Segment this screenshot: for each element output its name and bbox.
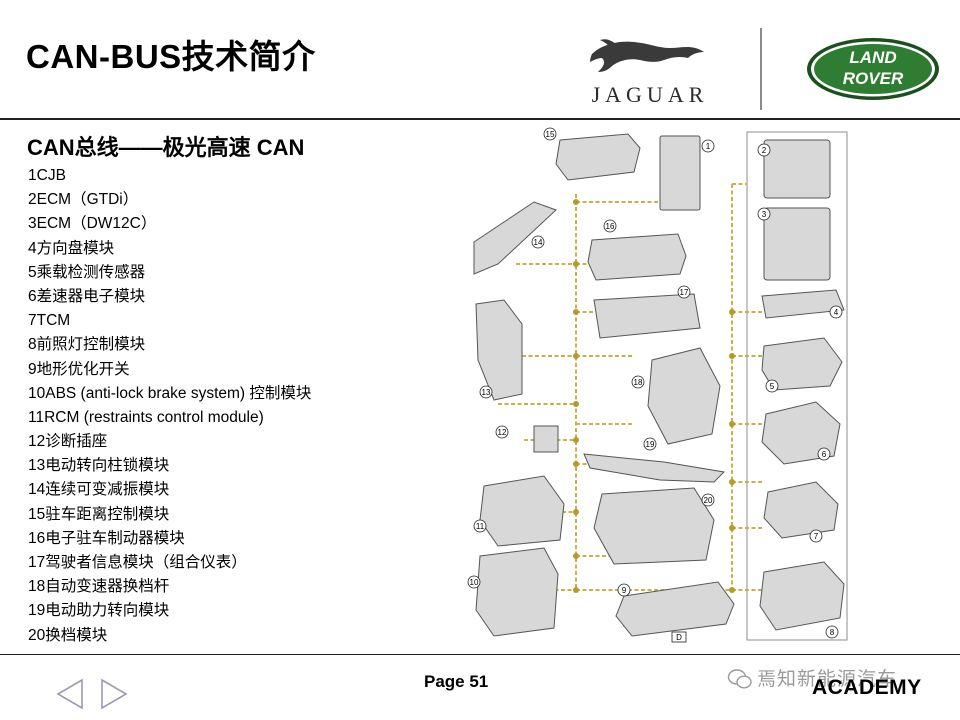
module-10-abs <box>475 547 559 637</box>
page-number: Page 51 <box>424 672 489 691</box>
module-2-ecm-gtdi <box>763 139 831 199</box>
wechat-icon <box>727 669 752 689</box>
slide-navigation <box>56 678 128 710</box>
list-item: 18自动变速器换档杆 <box>28 578 170 596</box>
list-item: 10ABS (anti-lock brake system) 控制模块 <box>28 384 312 402</box>
can-network-diagram: 15 1 14 16 17 13 18 12 19 11 20 10 9 2 3… <box>467 127 848 643</box>
header-separator <box>760 28 762 110</box>
module-16-parking-brake <box>587 233 687 281</box>
module-list: 1CJB 2ECM（GTDi） 3ECM（DW12C） 4方向盘模块 5乘载检测… <box>28 164 311 648</box>
module-19-power-steering <box>583 453 726 483</box>
module-12-diagnostic-socket <box>533 425 559 453</box>
right-column-frame <box>746 131 848 641</box>
callout-7: 7 <box>814 532 819 541</box>
landrover-logo: LAND ROVER <box>805 36 941 102</box>
section-heading: CAN总线——极光高速 CAN <box>27 135 305 160</box>
callout-10: 10 <box>470 578 479 587</box>
jaguar-leaper-icon <box>590 39 704 72</box>
callout-4: 4 <box>834 308 839 317</box>
module-14-damping <box>473 201 557 275</box>
callout-15: 15 <box>546 130 555 139</box>
list-item: 20换档模块 <box>28 626 108 644</box>
title-divider <box>0 118 960 120</box>
callout-11: 11 <box>476 522 485 531</box>
module-17-instrument-cluster <box>593 293 701 339</box>
list-item: 13电动转向柱锁模块 <box>28 457 170 475</box>
callout-20: 20 <box>704 496 713 505</box>
list-item: 5乘载检测传感器 <box>28 263 146 281</box>
callout-14: 14 <box>534 238 543 247</box>
module-15-parking-distance <box>555 133 641 181</box>
module-9-terrain-switch <box>615 581 735 637</box>
callout-16: 16 <box>606 222 615 231</box>
legend-letter: D <box>676 633 682 642</box>
watermark-text: 焉知新能源汽车 <box>757 669 898 690</box>
landrover-line-1: LAND <box>849 48 897 67</box>
list-item: 19电动助力转向模块 <box>28 602 170 620</box>
callout-8: 8 <box>830 628 835 637</box>
list-item: 11RCM (restraints control module) <box>28 408 264 426</box>
callout-12: 12 <box>498 428 507 437</box>
list-item: 7TCM <box>28 312 71 330</box>
jaguar-logo: JAGUAR <box>578 30 722 110</box>
module-18-gear-selector <box>647 347 721 445</box>
callout-2: 2 <box>762 146 767 155</box>
callout-6: 6 <box>822 450 827 459</box>
module-8-headlamp <box>759 561 845 631</box>
module-6-differential <box>761 401 841 465</box>
watermark: 焉知新能源汽车 <box>727 664 897 691</box>
next-slide-icon[interactable] <box>101 678 128 710</box>
list-item: 15驻车距离控制模块 <box>28 505 170 523</box>
jaguar-wordmark: JAGUAR <box>591 82 709 107</box>
slide-title: CAN-BUS技术简介 <box>26 38 316 75</box>
callout-9: 9 <box>622 586 627 595</box>
module-5-occupant-sensor <box>761 337 843 391</box>
list-item: 12诊断插座 <box>28 433 108 451</box>
list-item: 17驾驶者信息模块（组合仪表） <box>28 554 247 571</box>
list-item: 3ECM（DW12C） <box>28 215 157 233</box>
list-item: 1CJB <box>28 167 66 184</box>
module-3-ecm-dw12c <box>763 207 831 281</box>
callout-3: 3 <box>762 210 767 219</box>
module-11-rcm <box>479 475 565 547</box>
module-13-column-lock <box>475 299 523 401</box>
legend-box <box>671 631 687 643</box>
footer-divider <box>0 654 960 655</box>
list-item: 14连续可变减振模块 <box>28 481 170 499</box>
list-item: 16电子驻车制动器模块 <box>28 529 185 547</box>
list-item: 8前照灯控制模块 <box>28 336 146 354</box>
list-item: 6差速器电子模块 <box>28 287 146 305</box>
callout-17: 17 <box>680 288 689 297</box>
callout-13: 13 <box>482 388 491 397</box>
landrover-line-2: ROVER <box>842 69 904 88</box>
list-item: 2ECM（GTDi） <box>28 191 139 209</box>
callout-19: 19 <box>646 440 655 449</box>
module-20-shift-module <box>593 487 715 565</box>
module-7-tcm <box>763 481 839 539</box>
callout-18: 18 <box>634 378 643 387</box>
module-4-steering-wheel <box>761 289 845 319</box>
callout-5: 5 <box>770 382 775 391</box>
callout-1: 1 <box>706 142 711 151</box>
previous-slide-icon[interactable] <box>56 678 83 710</box>
list-item: 9地形优化开关 <box>28 360 130 378</box>
academy-wordmark: ACADEMY <box>812 676 922 699</box>
module-1-cjb <box>659 135 701 211</box>
list-item: 4方向盘模块 <box>28 239 115 257</box>
